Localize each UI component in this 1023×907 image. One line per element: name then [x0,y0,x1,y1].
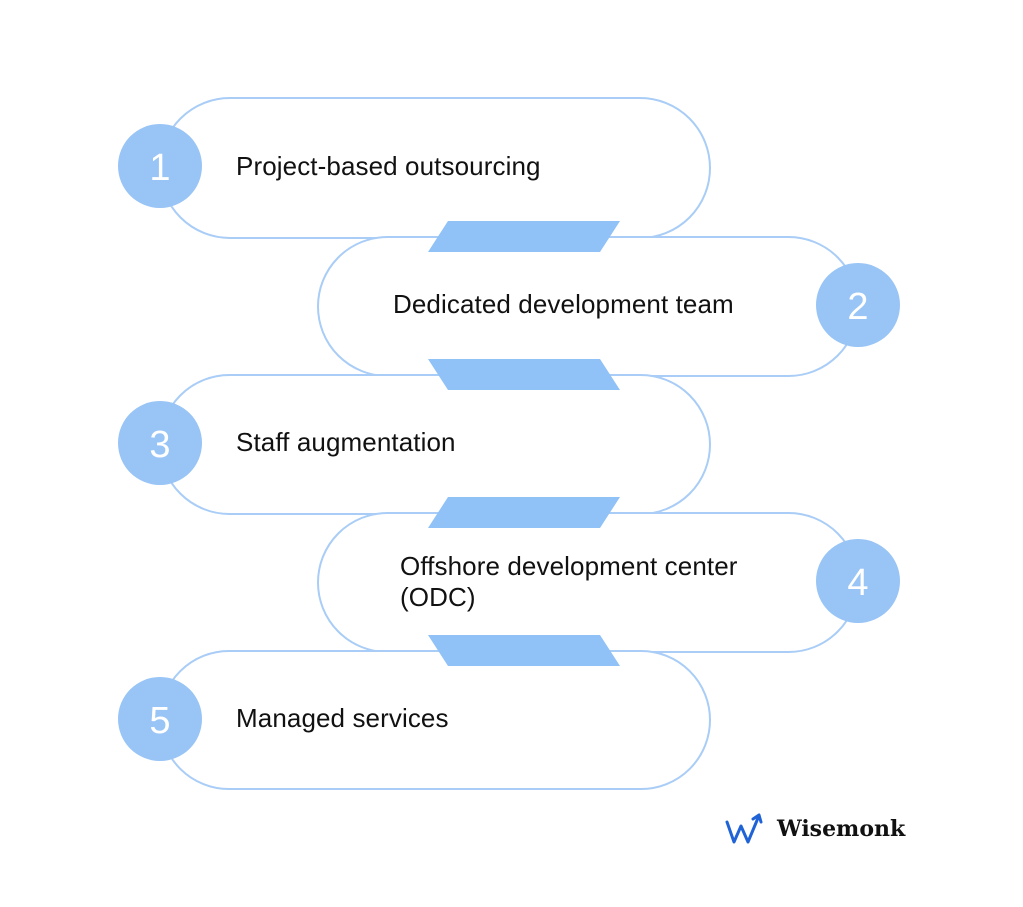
connector-1-2 [428,221,620,252]
step-2-number: 2 [847,286,868,328]
step-1-circle [118,124,202,208]
step-4-circle [816,539,900,623]
brand-name: Wisemonk [777,816,906,842]
step-3-label: Staff augmentation [236,427,456,457]
step-5-number: 5 [149,700,170,742]
brand-logo: Wisemonk [725,812,905,846]
step-4-number: 4 [847,562,868,604]
connector-3-4 [428,497,620,528]
step-5-label: Managed services [236,703,449,733]
step-5-circle [118,677,202,761]
step-3-number: 3 [149,424,170,466]
step-1-number: 1 [149,147,170,189]
step-2-label: Dedicated development team [393,289,734,319]
step-2-circle [816,263,900,347]
step-3-circle [118,401,202,485]
step-4-label: Offshore development center [400,551,738,581]
connector-4-5 [428,635,620,666]
wisemonk-logo-icon [725,813,763,844]
step-4-label-line2: (ODC) [400,582,476,612]
step-1-label: Project-based outsourcing [236,151,541,181]
step-4-pill [317,512,859,653]
connector-2-3 [428,359,620,390]
